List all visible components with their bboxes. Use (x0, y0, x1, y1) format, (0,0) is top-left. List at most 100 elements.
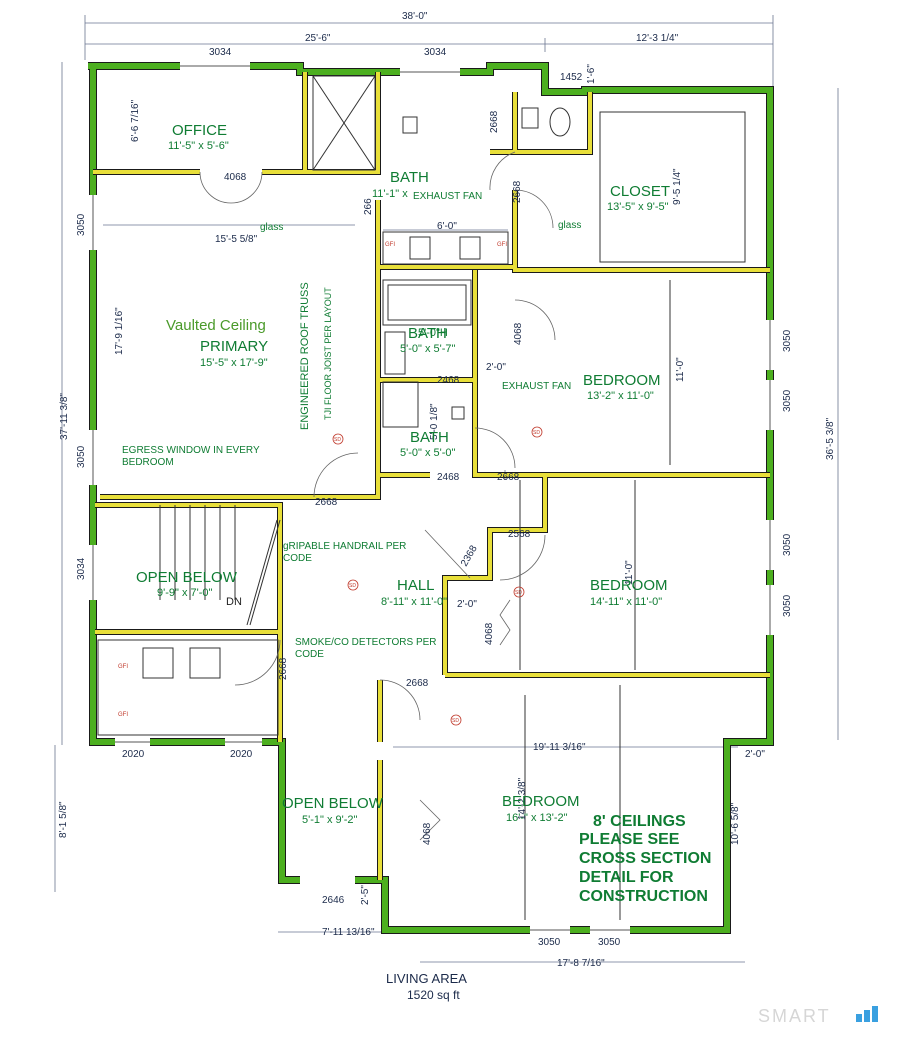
door-label: 4068 (422, 822, 433, 845)
stair-down-label: DN (226, 596, 242, 608)
sd-tag: SD (334, 437, 341, 443)
note-exhaust-fan: EXHAUST FAN (502, 381, 571, 392)
dim-bottom-right: 17'-8 7/16" (557, 958, 605, 969)
dimension-lines (54, 15, 839, 963)
door-label: 2668 (406, 678, 429, 689)
sd-tag: SD (515, 590, 522, 596)
dim-left-lower: 8'-1 5/8" (58, 801, 69, 838)
note-smoke-co: SMOKE/CO DETECTORS PER (295, 637, 437, 648)
dim-hall-nook: 2'-0" (486, 362, 506, 373)
note-egress: BEDROOM (122, 457, 174, 468)
door-label: 4068 (484, 622, 495, 645)
dim-bath2-side: 5'-0 1/8" (429, 403, 440, 440)
room-primary-size: 15'-5" x 17'-9" (200, 357, 268, 369)
sd-tag: SD (349, 583, 356, 589)
room-bath3-name: BATH (410, 429, 449, 446)
room-bedroom3-name: BEDROOM (502, 793, 580, 810)
room-primary-name: PRIMARY (200, 338, 268, 355)
note-ceiling-1: 8' CEILINGS (593, 813, 686, 830)
window-label: 3034 (209, 47, 232, 58)
window-label: 2020 (122, 749, 145, 760)
door-label: 2568 (508, 529, 531, 540)
window-label: 3050 (598, 937, 621, 948)
dim-bed3-right: 10'-6 5/8" (730, 802, 741, 845)
dim-primary-height: 17'-9 1/16" (114, 307, 125, 355)
dim-vanity: 6'-0" (437, 221, 457, 232)
room-bath-main-name: BATH (390, 169, 429, 186)
room-office-name: OFFICE (172, 122, 227, 139)
dim-bed3-width: 19'-11 3/16" (533, 742, 586, 753)
gfi-tag: GFI (118, 712, 128, 718)
room-office-size: 11'-5" x 5'-6" (168, 140, 229, 152)
dim-bottom-left: 7'-11 13/16" (322, 927, 375, 938)
window-label: 1452 (560, 72, 583, 83)
dim-bump-out: 2'-0" (745, 749, 765, 760)
dim-hall-jog: 2'-0" (457, 599, 477, 610)
note-ceiling-4: DETAIL FOR (579, 869, 674, 886)
note-smoke-co: CODE (295, 649, 324, 660)
sd-tag: SD (533, 430, 540, 436)
dim-office-height: 6'-6 7/16" (130, 99, 141, 142)
door-swings (199, 151, 556, 841)
living-area-title: LIVING AREA (386, 971, 467, 986)
dim-closet-side: 9'-5 1/4" (672, 168, 683, 205)
dim-closet-gap: 1'-6" (586, 64, 597, 84)
room-hall-size: 8'-11" x 11'-0" (381, 596, 447, 608)
door-label: 4068 (224, 172, 247, 183)
room-closet-name: CLOSET (610, 183, 670, 200)
door-label: 2668 (315, 497, 338, 508)
room-bedroom1-name: BEDROOM (583, 372, 661, 389)
dim-bed3-side: 14'-2 3/8" (517, 777, 528, 820)
dim-top-right-span: 12'-3 1/4" (636, 33, 679, 44)
door-label: 2668 (497, 472, 520, 483)
room-hall-name: HALL (397, 577, 435, 594)
gfi-tag: GFI (118, 664, 128, 670)
room-bath-main-size: 11'-1" x (372, 188, 408, 200)
window-label: 3050 (782, 594, 793, 617)
room-bedroom1-size: 13'-2" x 11'-0" (587, 390, 654, 402)
window-label: 3050 (782, 533, 793, 556)
dim-top-left-span: 25'-6" (305, 33, 331, 44)
gfi-tag: GFI (385, 242, 395, 248)
fixtures (97, 75, 746, 920)
door-label: 4068 (513, 322, 524, 345)
exterior-walls (88, 62, 774, 934)
window-label: 3050 (782, 389, 793, 412)
window-glazing (92, 65, 771, 931)
room-bath2-overlay: 5'-0"H (418, 327, 448, 339)
note-glass: glass (260, 222, 283, 233)
room-closet-size: 13'-5" x 9'-5" (607, 201, 669, 213)
window-label: 3034 (424, 47, 447, 58)
watermark-bars-icon (856, 1006, 878, 1022)
door-label: 2368 (459, 543, 480, 568)
door-label: 2668 (278, 657, 289, 680)
room-bath2-name: BATH (408, 325, 447, 342)
room-bath2-size: 5'-0" x 5'-7" (400, 343, 456, 355)
room-bath3-size: 5'-0" x 5'-0" (400, 447, 456, 459)
note-floor-joist: TJI FLOOR JOIST PER LAYOUT (323, 287, 333, 420)
note-ceiling-3: CROSS SECTION (579, 850, 711, 867)
room-bedroom3-size: 16'-" x 13'-2" (506, 812, 568, 824)
window-label: 2020 (230, 749, 253, 760)
smart-watermark: SMART (758, 1006, 831, 1026)
room-open-below1-name: OPEN BELOW (136, 569, 238, 586)
dim-right-depth: 36'-5 3/8" (825, 417, 836, 460)
window-label: 3050 (782, 329, 793, 352)
room-open-below1-size: 9'-9" x 7'-0" (157, 587, 213, 599)
door-label: 2646 (322, 895, 345, 906)
door-label: 2668 (489, 110, 500, 133)
window-label: 3050 (538, 937, 561, 948)
dim-bed1-side: 11'-0" (675, 357, 686, 382)
interior-walls (93, 72, 770, 880)
room-bedroom2-size: 14'-11" x 11'-0" (590, 596, 662, 608)
room-bedroom2-name: BEDROOM (590, 577, 668, 594)
dim-stair-landing: 2'-5" (360, 885, 371, 905)
note-egress: EGRESS WINDOW IN EVERY (122, 445, 260, 456)
door-label: 266 (363, 198, 374, 215)
room-open-below2-name: OPEN BELOW (282, 795, 384, 812)
dim-primary-width: 15'-5 5/8" (215, 234, 258, 245)
gfi-tag: GFI (497, 242, 507, 248)
window-label: 3050 (76, 213, 87, 236)
note-exhaust-fan: EXHAUST FAN (413, 191, 482, 202)
